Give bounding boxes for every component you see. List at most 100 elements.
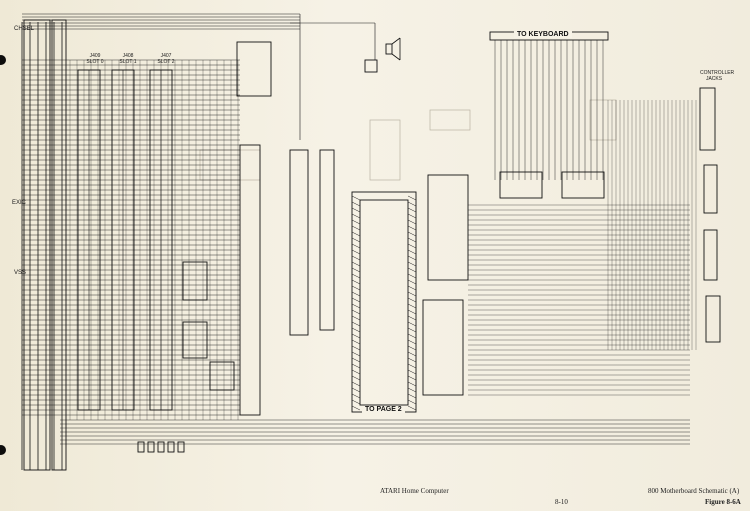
hatch (351, 405, 361, 411)
resistor (177, 441, 185, 453)
hatch (407, 279, 417, 285)
hatch (351, 225, 361, 231)
hatch (407, 327, 417, 333)
pia-ic (422, 299, 464, 396)
speaker-cone (391, 37, 401, 45)
hatch (407, 201, 417, 207)
hatch (351, 351, 361, 357)
edge-connector-b (51, 19, 67, 471)
controller-jack (699, 87, 716, 151)
hatch (351, 375, 361, 381)
hatch (407, 369, 417, 375)
hatch (351, 327, 361, 333)
pokey-ic (427, 174, 469, 281)
bleed-shape (429, 109, 471, 131)
footer-brand: ATARI Home Computer (380, 487, 449, 495)
bleed-shape (369, 119, 401, 181)
slot-label-1: J408 SLOT 1 (119, 53, 137, 65)
hatch (407, 339, 417, 345)
side-label-bottom: VSS (14, 270, 27, 276)
hatch (351, 303, 361, 309)
hatch (351, 387, 361, 393)
hatch (407, 237, 417, 243)
hatch (351, 297, 361, 303)
hatch (407, 303, 417, 309)
hatch (407, 351, 417, 357)
hatch (351, 255, 361, 261)
side-label-mid: EXIC (12, 200, 27, 206)
kb-decoder-1 (499, 171, 543, 199)
hatch (407, 375, 417, 381)
slot-label-0: J409 SLOT 0 (86, 53, 104, 65)
hatch (407, 249, 417, 255)
ic-center-right (289, 149, 309, 336)
hatch (351, 243, 361, 249)
ic-center-right-b (319, 149, 335, 331)
resistor (157, 441, 165, 453)
kb-decoder-2 (561, 171, 605, 199)
hatch (407, 291, 417, 297)
hatch (351, 291, 361, 297)
hatch (407, 363, 417, 369)
binder-hole-top (0, 55, 6, 65)
hatch (351, 339, 361, 345)
hatch (351, 261, 361, 267)
hatch (351, 267, 361, 273)
hatch (351, 399, 361, 405)
hatch (407, 309, 417, 315)
footer-figure: Figure 8-6A (705, 498, 741, 506)
hatch (407, 255, 417, 261)
ic-tall-center (239, 144, 261, 416)
hatch (351, 321, 361, 327)
hatch (407, 387, 417, 393)
hatch (407, 261, 417, 267)
hatch (407, 273, 417, 279)
hatch (351, 231, 361, 237)
gate-ic-1 (182, 261, 208, 301)
hatch (351, 213, 361, 219)
hatch (351, 219, 361, 225)
hatch (351, 357, 361, 363)
edge-connector (23, 19, 51, 471)
hatch (351, 315, 361, 321)
hatch (407, 315, 417, 321)
hatch (407, 225, 417, 231)
hatch (407, 357, 417, 363)
speaker (385, 43, 393, 55)
hatch (407, 267, 417, 273)
hatch (351, 201, 361, 207)
hatch (407, 405, 417, 411)
hatch (407, 333, 417, 339)
hatch (351, 381, 361, 387)
hatch (407, 219, 417, 225)
hatch (351, 369, 361, 375)
resistor (137, 441, 145, 453)
hatch (351, 285, 361, 291)
hatch (351, 333, 361, 339)
resistor (167, 441, 175, 453)
hatch (351, 363, 361, 369)
to-keyboard-label: TO KEYBOARD (514, 31, 572, 38)
controller-jack (703, 229, 718, 281)
reverse-side-bleed (199, 99, 617, 181)
slot-label-2: J407 SLOT 2 (157, 53, 175, 65)
hatch (407, 321, 417, 327)
hatch (407, 243, 417, 249)
gate-ic-3 (209, 361, 235, 391)
hatch (351, 249, 361, 255)
to-page-2-bus (351, 191, 417, 413)
hatch (407, 207, 417, 213)
hatch (407, 345, 417, 351)
binder-hole-bottom (0, 445, 6, 455)
transistor (364, 59, 378, 73)
to-page-2-label: TO PAGE 2 (362, 406, 405, 413)
side-label-top: CHSEL (14, 26, 35, 32)
hatch (351, 207, 361, 213)
controller-jack (705, 295, 721, 343)
hatch (407, 285, 417, 291)
controller-jacks-label: CONTROLLER JACKS (700, 70, 735, 82)
hatch (351, 345, 361, 351)
hatch (407, 195, 417, 201)
